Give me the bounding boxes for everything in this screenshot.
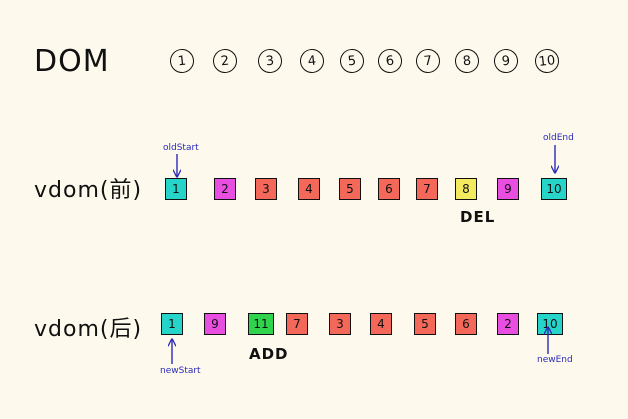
vdom_after-node: 9 [204, 313, 226, 335]
vdom_before-node: 8 [455, 178, 477, 200]
vdom_after-node: 5 [414, 313, 436, 335]
vdom_after-node: 1 [161, 313, 183, 335]
dom-row-label: DOM [34, 44, 110, 79]
vdom_after-node: 4 [370, 313, 392, 335]
add-label: ADD [249, 345, 289, 363]
vdom_before-node: 7 [416, 178, 438, 200]
vdom_before-node: 3 [255, 178, 277, 200]
vdom-before-row-label: vdom(前) [34, 178, 143, 203]
vdom_before-node: 6 [378, 178, 400, 200]
vdom_after-node: 3 [329, 313, 351, 335]
vdom_before-node: 10 [541, 178, 567, 200]
vdom_before-node: 4 [298, 178, 320, 200]
del-label: DEL [460, 208, 496, 226]
old-end-annotation: oldEnd [543, 133, 574, 143]
vdom_before-node: 5 [339, 178, 361, 200]
vdom-after-row-label: vdom(后) [34, 317, 143, 342]
vdom_after-node: 6 [455, 313, 477, 335]
new-end-annotation: newEnd [537, 355, 573, 365]
old-start-annotation: oldStart [163, 143, 199, 153]
vdom_after-node: 11 [248, 313, 274, 335]
vdom_after-node: 2 [497, 313, 519, 335]
vdom_after-node: 7 [286, 313, 308, 335]
vdom_before-node: 9 [497, 178, 519, 200]
vdom_before-node: 2 [214, 178, 236, 200]
new-start-annotation: newStart [160, 366, 201, 376]
vdom_before-node: 1 [165, 178, 187, 200]
